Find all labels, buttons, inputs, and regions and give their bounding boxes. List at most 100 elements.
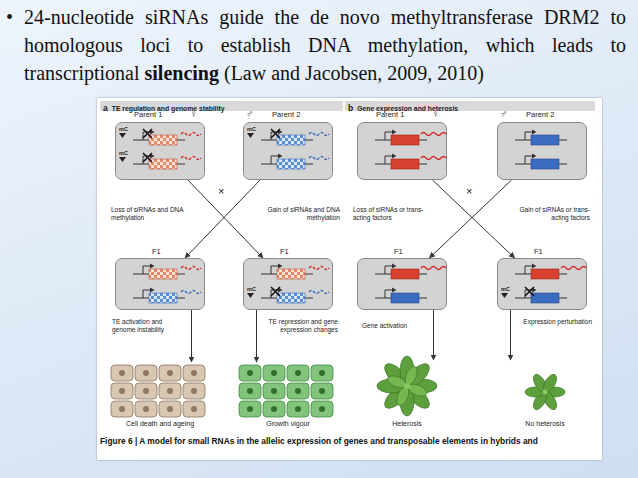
parent-nucleus: Parent 1♀mCmC xyxy=(115,122,205,180)
methyl-triangle xyxy=(119,133,126,138)
outcome-caption: No heterosis xyxy=(490,420,600,428)
leaf xyxy=(402,381,433,412)
panel: aTE regulation and genome stabilityParen… xyxy=(100,101,343,437)
outcome-caption: Growth vigour xyxy=(234,420,342,428)
connector xyxy=(510,310,511,360)
methyl-mark: mC xyxy=(247,286,263,292)
figure-caption: Figure 6 | A model for small RNAs in the… xyxy=(100,436,598,446)
connector xyxy=(256,310,257,362)
silencing-cross xyxy=(143,153,152,162)
outcome-caption: Heterosis xyxy=(352,420,462,428)
f1-nucleus: F1mC xyxy=(497,258,587,310)
edge-label: Loss of siRNAs or trans-acting factors xyxy=(353,206,433,221)
connector xyxy=(433,180,515,258)
gene-track xyxy=(375,288,427,304)
methyl-mark: mC xyxy=(247,126,263,132)
leaf xyxy=(400,386,414,416)
connector xyxy=(185,180,260,258)
bullet-emphasis: silencing xyxy=(145,62,219,84)
outcome: Growth vigour xyxy=(234,362,342,434)
methyl-triangle xyxy=(247,293,254,298)
generation-label: F1 xyxy=(394,248,414,256)
gene-track xyxy=(375,264,446,280)
panel-header: b Gene expression and heterosis xyxy=(345,101,595,111)
methyl-mark: mC xyxy=(119,126,135,132)
panel-header: aTE regulation and genome stability xyxy=(100,101,343,111)
methyl-triangle xyxy=(247,133,254,138)
panel-letter: b xyxy=(348,103,353,113)
leaf xyxy=(402,360,433,391)
silencing-cross xyxy=(271,287,280,296)
edge-label: Loss of siRNAs and DNA methylation xyxy=(111,206,189,221)
gene-track xyxy=(261,130,329,146)
parent-label: Parent 2 xyxy=(526,111,576,119)
connector xyxy=(433,310,434,360)
gene-track xyxy=(375,154,446,170)
small-plant xyxy=(525,372,565,412)
methyl-mark: mC xyxy=(119,150,135,156)
leaf xyxy=(406,382,428,399)
methyl-triangle xyxy=(119,157,126,162)
outcome: Heterosis xyxy=(352,360,462,434)
f1-nucleus: F1mC xyxy=(243,258,333,310)
edge-label: Gain of siRNAs and DNA methylation xyxy=(262,206,340,221)
panel-title: Gene expression and heterosis xyxy=(357,105,458,112)
parent-nucleus: ♂Parent 2mC xyxy=(243,122,333,180)
leaf xyxy=(407,379,437,393)
plant-center xyxy=(404,383,410,389)
edge-label: TE activation and genome instability xyxy=(112,318,186,333)
sex-symbol: ♀ xyxy=(190,109,204,119)
methyl-mark: mC xyxy=(501,286,517,292)
outcome: Cell death and ageing xyxy=(106,362,214,434)
edge-label: Expression perturbation xyxy=(516,318,592,326)
methyl-triangle xyxy=(501,293,508,298)
cross-symbol: × xyxy=(466,186,472,197)
parent-nucleus: ♂Parent 2 xyxy=(497,122,587,180)
leaf xyxy=(531,390,550,412)
leaf xyxy=(386,373,408,390)
leaf xyxy=(400,356,414,386)
gene-track xyxy=(515,288,567,304)
leaf xyxy=(541,372,560,394)
outcome-caption: Cell death and ageing xyxy=(106,420,214,428)
connector xyxy=(188,180,263,258)
sex-symbol: ♂ xyxy=(500,109,514,119)
edge-label: Gain of siRNAs or trans-acting factors xyxy=(508,206,590,221)
gene-track xyxy=(261,154,329,170)
parent-label: Parent 1 xyxy=(134,111,184,119)
cross-symbol: × xyxy=(218,186,224,197)
leaf xyxy=(545,387,565,397)
silencing-cross xyxy=(271,129,280,138)
gene-track xyxy=(133,264,201,280)
plant-center xyxy=(543,390,548,395)
gene-track xyxy=(261,264,329,280)
panel: bGene expression and heterosisParent 1♀♂… xyxy=(345,101,595,437)
leaf xyxy=(531,372,550,394)
connector xyxy=(429,180,511,258)
edge-label: TE repression and gene expression change… xyxy=(262,318,338,333)
leaf xyxy=(381,381,412,412)
silencing-cross xyxy=(143,129,152,138)
f1-nucleus: F1 xyxy=(115,258,205,310)
leaf xyxy=(394,385,411,407)
sex-symbol: ♀ xyxy=(432,109,446,119)
gene-track xyxy=(133,130,201,146)
panel-letter: a xyxy=(103,103,108,113)
generation-label: F1 xyxy=(152,248,172,256)
leaf xyxy=(403,365,420,387)
large-plant xyxy=(377,356,437,416)
gene-track xyxy=(515,154,567,170)
generation-label: F1 xyxy=(534,248,554,256)
dying-cells xyxy=(110,364,206,418)
f1-nucleus: F1 xyxy=(357,258,447,310)
bullet-paragraph: 24-nucleotide siRNAs guide the de novo m… xyxy=(24,3,626,87)
leaf xyxy=(525,387,545,397)
gene-track xyxy=(375,130,446,146)
sex-symbol: ♂ xyxy=(246,109,260,119)
vigorous-cells xyxy=(238,364,334,418)
leaf xyxy=(377,379,407,393)
citation: (Law and Jacobsen, 2009, 2010) xyxy=(224,62,484,84)
parent-label: Parent 2 xyxy=(272,111,322,119)
